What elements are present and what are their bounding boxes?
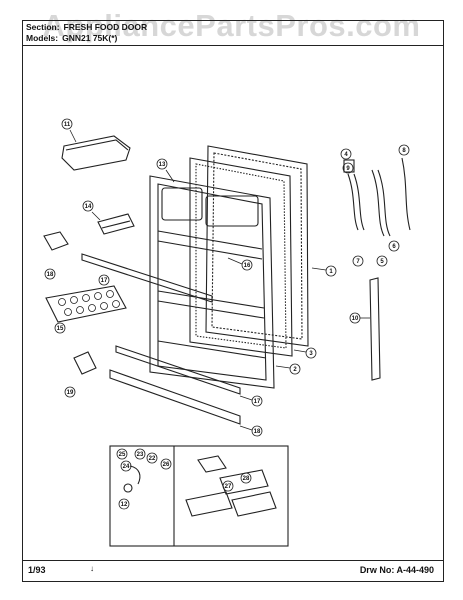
callout-9: 9	[346, 166, 350, 172]
butter-dish	[61, 135, 131, 171]
callout-2: 2	[293, 367, 297, 373]
callout-11: 11	[64, 122, 71, 128]
diagram-header: Section:FRESH FOOD DOOR Models:GNN21 75K…	[22, 20, 444, 46]
callout-8: 8	[402, 148, 406, 154]
door-outer-panel	[205, 145, 309, 347]
callout-15: 15	[57, 326, 64, 332]
callout-10: 10	[352, 316, 359, 322]
callout-16: 16	[244, 263, 251, 269]
callout-28: 28	[243, 476, 250, 482]
callout-18: 18	[254, 429, 261, 435]
watermark-text: AppliancePartsPros.com	[42, 8, 421, 43]
callout-24: 24	[123, 464, 130, 470]
shelf-end-cap-upper	[43, 231, 69, 251]
shelf-end-cap-lower	[73, 351, 97, 375]
door-liner	[149, 175, 275, 389]
section-line: Section:FRESH FOOD DOOR	[26, 22, 147, 32]
diagram-footer: 1/93 ↓ Drw No: A-44-490	[22, 560, 444, 582]
shelf-rail-upper	[81, 253, 213, 303]
shelf-rail-lower	[115, 345, 241, 395]
callout-1: 1	[329, 269, 333, 275]
section-value: FRESH FOOD DOOR	[63, 22, 148, 32]
callout-25: 25	[119, 452, 126, 458]
callout-5: 5	[380, 259, 384, 265]
callout-6: 6	[392, 244, 396, 250]
callout-17-upper: 17	[101, 278, 108, 284]
callout-23: 23	[137, 452, 144, 458]
hinge-assembly	[343, 157, 411, 237]
callout-13: 13	[159, 162, 166, 168]
callout-18-endcap: 18	[47, 272, 54, 278]
callout-14: 14	[85, 204, 92, 210]
diagram-frame	[22, 20, 444, 582]
callout-22: 22	[149, 456, 156, 462]
exploded-parts-diagram: 1 2 3 4 5 6 7 8 9 10 11 12 13 14 15 16 1	[43, 118, 411, 547]
callout-27: 27	[225, 484, 232, 490]
models-value: GNN21 75K(*)	[62, 33, 118, 43]
callout-7: 7	[356, 259, 360, 265]
shelf-rail-bottom	[109, 369, 241, 425]
callout-3: 3	[309, 351, 313, 357]
models-line: Models:GNN21 75K(*)	[26, 33, 117, 43]
footer-mark: ↓	[90, 564, 94, 573]
dairy-door	[97, 213, 135, 235]
parts-inset-box	[109, 445, 289, 547]
section-label: Section:	[26, 22, 60, 32]
door-stop-bar	[369, 277, 381, 381]
footer-date: 1/93	[28, 565, 46, 575]
callout-17-lower: 17	[254, 399, 261, 405]
models-label: Models:	[26, 33, 59, 43]
door-gasket	[189, 157, 293, 357]
callout-4: 4	[344, 152, 348, 158]
egg-tray	[45, 285, 127, 323]
callout-12: 12	[121, 502, 128, 508]
callout-19: 19	[67, 390, 74, 396]
drawing-number: Drw No: A-44-490	[359, 565, 434, 575]
callout-26: 26	[163, 462, 170, 468]
